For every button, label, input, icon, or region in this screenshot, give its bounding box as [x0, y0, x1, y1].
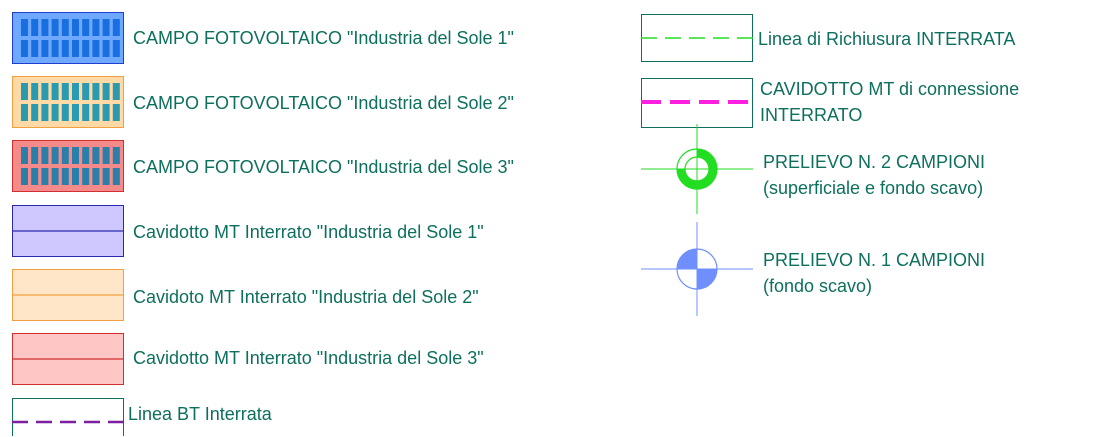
- pv-module: [72, 147, 79, 164]
- pv-module: [31, 104, 39, 121]
- pv-module: [72, 40, 79, 57]
- sample-outer-ring: [676, 148, 718, 190]
- pv-module: [51, 147, 59, 164]
- pv-module: [51, 40, 59, 57]
- pv-module: [102, 83, 110, 100]
- pv-module: [82, 147, 90, 164]
- line-frame: [12, 398, 124, 436]
- pv-module: [61, 40, 69, 57]
- pv-module: [41, 147, 49, 164]
- duct-2-symbol: [12, 269, 124, 321]
- pv-module: [112, 147, 120, 164]
- pv-module: [31, 40, 39, 57]
- pv-module: [31, 19, 39, 36]
- pv-module: [112, 168, 120, 185]
- pv-module: [51, 168, 59, 185]
- pv-module: [92, 104, 100, 121]
- pv-module: [112, 19, 120, 36]
- mt-connection-symbol: [641, 78, 753, 128]
- mt-connection-label: CAVIDOTTO MT di connessione: [760, 79, 1020, 99]
- duct-1-label: Cavidotto MT Interrato "Industria del So…: [133, 222, 484, 242]
- pv-module: [72, 104, 79, 121]
- pv-module: [72, 83, 79, 100]
- sample-1-symbol: [641, 222, 753, 316]
- pv-module: [102, 147, 110, 164]
- pv-module: [61, 19, 69, 36]
- pv-module: [72, 19, 79, 36]
- pv-module: [82, 40, 90, 57]
- pv-module: [92, 83, 100, 100]
- pv-module: [41, 19, 49, 36]
- pv-field-1-symbol: [12, 12, 124, 64]
- pv-module: [41, 40, 49, 57]
- pv-module: [92, 168, 100, 185]
- pv-module: [61, 83, 69, 100]
- mt-connection-label-2: INTERRATO: [760, 105, 863, 125]
- pv-module: [21, 168, 28, 185]
- bt-line-symbol: [12, 398, 124, 436]
- pv-module: [112, 40, 120, 57]
- sample-2-label-2: (superficiale e fondo scavo): [763, 178, 984, 198]
- pv-module: [92, 147, 100, 164]
- duct-1-symbol: [12, 205, 124, 257]
- closing-line-label: Linea di Richiusura INTERRATA: [758, 29, 1016, 49]
- pv-module: [21, 19, 28, 36]
- duct-3-symbol: [12, 333, 124, 385]
- sample-fill: [677, 249, 697, 269]
- pv-module: [51, 19, 59, 36]
- sample-outer-ring: [676, 248, 718, 290]
- sample-fill: [677, 149, 717, 189]
- pv-module: [61, 104, 69, 121]
- bt-line-label: Linea BT Interrata: [128, 404, 272, 424]
- pv-module: [21, 104, 28, 121]
- pv-module: [112, 104, 120, 121]
- pv-module: [31, 83, 39, 100]
- pv-module: [21, 83, 28, 100]
- pv-field-2-label: CAMPO FOTOVOLTAICO "Industria del Sole 2…: [133, 93, 514, 113]
- pv-module: [92, 40, 100, 57]
- pv-module: [21, 147, 28, 164]
- duct-2-label: Cavidoto MT Interrato "Industria del Sol…: [133, 287, 479, 307]
- pv-module: [82, 168, 90, 185]
- pv-module: [31, 168, 39, 185]
- pv-module: [102, 19, 110, 36]
- sample-2-symbol: [641, 124, 753, 214]
- pv-module: [51, 104, 59, 121]
- pv-module: [92, 19, 100, 36]
- pv-module: [61, 168, 69, 185]
- pv-module: [61, 147, 69, 164]
- closing-line-symbol: [641, 14, 753, 62]
- pv-module: [51, 83, 59, 100]
- pv-module: [41, 104, 49, 121]
- sample-1-label: PRELIEVO N. 1 CAMPIONI: [763, 250, 986, 270]
- pv-module: [21, 40, 28, 57]
- sample-inner-ring: [684, 156, 710, 182]
- sample-2-label: PRELIEVO N. 2 CAMPIONI: [763, 152, 986, 172]
- pv-module: [102, 40, 110, 57]
- pv-module: [102, 168, 110, 185]
- pv-field-1-label: CAMPO FOTOVOLTAICO "Industria del Sole 1…: [133, 28, 514, 48]
- pv-module: [82, 104, 90, 121]
- pv-module: [41, 168, 49, 185]
- pv-module: [31, 147, 39, 164]
- pv-module: [72, 168, 79, 185]
- pv-module: [41, 83, 49, 100]
- sample-fill: [697, 269, 717, 289]
- pv-field-2-symbol: [12, 76, 124, 128]
- duct-3-label: Cavidotto MT Interrato "Industria del So…: [133, 348, 484, 368]
- pv-field-3-label: CAMPO FOTOVOLTAICO "Industria del Sole 3…: [133, 157, 514, 177]
- pv-field-3-symbol: [12, 140, 124, 192]
- pv-module: [112, 83, 120, 100]
- pv-module: [82, 83, 90, 100]
- sample-1-label-2: (fondo scavo): [763, 276, 873, 296]
- pv-module: [102, 104, 110, 121]
- pv-module: [82, 19, 90, 36]
